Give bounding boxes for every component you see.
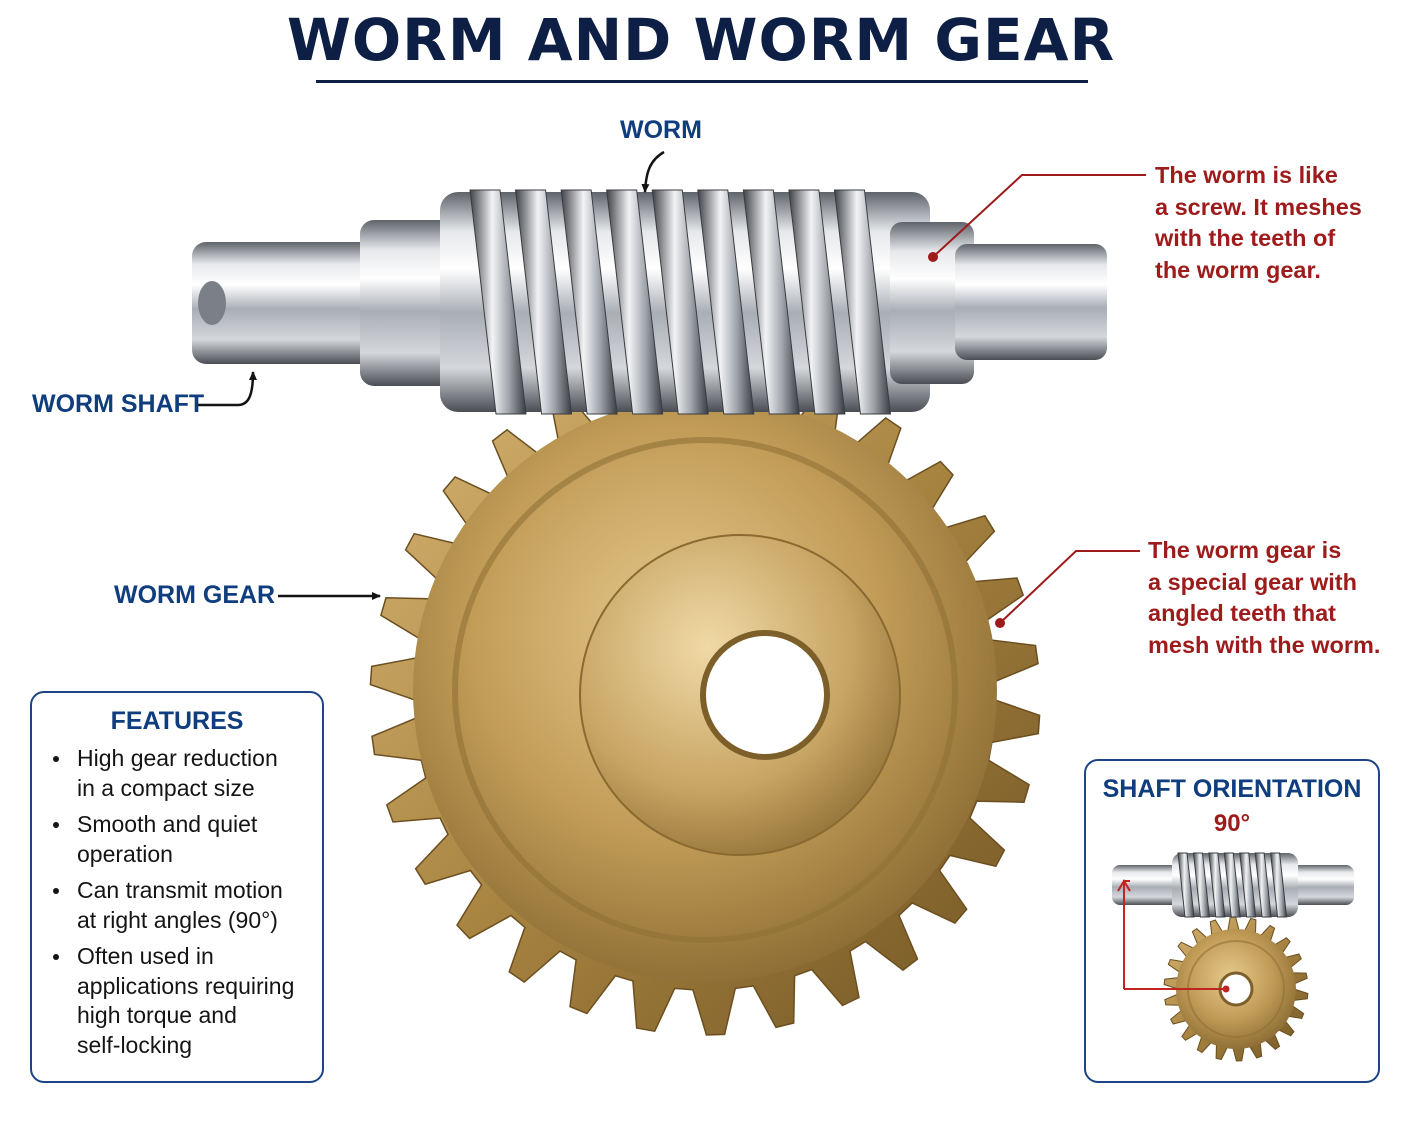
worm-note: The worm is like a screw. It meshes with… xyxy=(1155,160,1362,286)
worm-note-line: a screw. It meshes xyxy=(1155,193,1362,220)
thread-flight xyxy=(560,189,618,415)
feature-item: Often used in applications requiring hig… xyxy=(32,942,322,1060)
feature-line: Often used in xyxy=(77,943,214,969)
worm-label: WORM xyxy=(620,116,702,144)
worm-shaft-right xyxy=(955,244,1107,360)
worm-gear-note-line: mesh with the worm. xyxy=(1148,631,1381,658)
worm-threads xyxy=(469,189,892,415)
thread-flight xyxy=(1270,852,1288,918)
thread-flight xyxy=(697,189,755,415)
feature-line: in a compact size xyxy=(77,774,255,801)
worm xyxy=(192,189,1107,415)
worm-note-line: with the teeth of xyxy=(1155,225,1336,251)
thread-flight xyxy=(469,189,527,415)
worm-note-line: The worm is like xyxy=(1155,162,1338,188)
worm-note-line: the worm gear. xyxy=(1155,256,1321,283)
gear-rim-ring xyxy=(452,437,958,943)
thread-flight xyxy=(651,189,709,415)
thread-flight xyxy=(606,189,664,415)
feature-line: operation xyxy=(77,840,173,867)
thread-flight xyxy=(742,189,800,415)
thread-flight xyxy=(1192,852,1210,918)
features-box: FEATURES High gear reduction in a compac… xyxy=(30,691,324,1083)
thread-flight xyxy=(788,189,846,415)
worm-gear-label: WORM GEAR xyxy=(114,581,276,609)
worm-collar-right xyxy=(890,222,974,384)
worm-gear xyxy=(369,364,1041,1036)
thread-flight xyxy=(1208,852,1226,918)
feature-item: Smooth and quiet operation xyxy=(32,810,322,869)
orientation-dot xyxy=(1222,985,1230,993)
worm-shaft-end-hole xyxy=(198,281,226,325)
worm-gear-note: The worm gear is a special gear with ang… xyxy=(1148,535,1380,661)
shaft-orientation-title: SHAFT ORIENTATION xyxy=(1102,775,1362,803)
feature-item: Can transmit motion at right angles (90°… xyxy=(32,876,322,935)
features-list: High gear reduction in a compact size Sm… xyxy=(32,744,322,1060)
gear-bore xyxy=(700,630,830,760)
worm-shaft-arrow xyxy=(198,371,257,407)
worm-gear-note-line: angled teeth that xyxy=(1148,600,1337,626)
shaft-orientation-box: SHAFT ORIENTATION 90° xyxy=(1084,759,1380,1083)
thread-flight xyxy=(1177,852,1195,918)
thread-flight xyxy=(1239,852,1257,918)
worm-note-dot xyxy=(928,252,938,262)
thread-flight xyxy=(1223,852,1241,918)
orientation-arrowhead xyxy=(1117,879,1131,892)
worm-gear-note-dot xyxy=(995,618,1005,628)
feature-line: Smooth and quiet xyxy=(77,811,258,837)
worm-arrow xyxy=(641,150,665,193)
worm-gear-note-line: a special gear with xyxy=(1148,568,1357,595)
feature-line: at right angles (90°) xyxy=(77,906,278,933)
page-title: WORM AND WORM GEAR xyxy=(286,6,1116,74)
shaft-orientation-diagram xyxy=(1112,852,1354,1062)
thread-flight xyxy=(1254,852,1272,918)
worm-shaft-left xyxy=(192,242,404,364)
feature-line: self-locking xyxy=(77,1031,193,1058)
title-underline xyxy=(316,80,1088,83)
worm-note-leader xyxy=(932,174,1146,258)
feature-item: High gear reduction in a compact size xyxy=(32,744,322,803)
worm-shaft-label: WORM SHAFT xyxy=(32,390,205,418)
mini-worm-threads xyxy=(1177,852,1288,918)
thread-flight xyxy=(833,189,892,415)
worm-gear-note-leader xyxy=(999,550,1140,624)
feature-line: high torque and xyxy=(77,1002,237,1028)
feature-line: applications requiring xyxy=(77,972,295,999)
thread-flight xyxy=(514,189,573,415)
feature-line: High gear reduction xyxy=(77,745,278,771)
features-title: FEATURES xyxy=(110,707,244,735)
shaft-angle-label: 90° xyxy=(1213,810,1251,837)
worm-gear-note-line: The worm gear is xyxy=(1148,537,1342,563)
feature-line: Can transmit motion xyxy=(77,877,283,903)
